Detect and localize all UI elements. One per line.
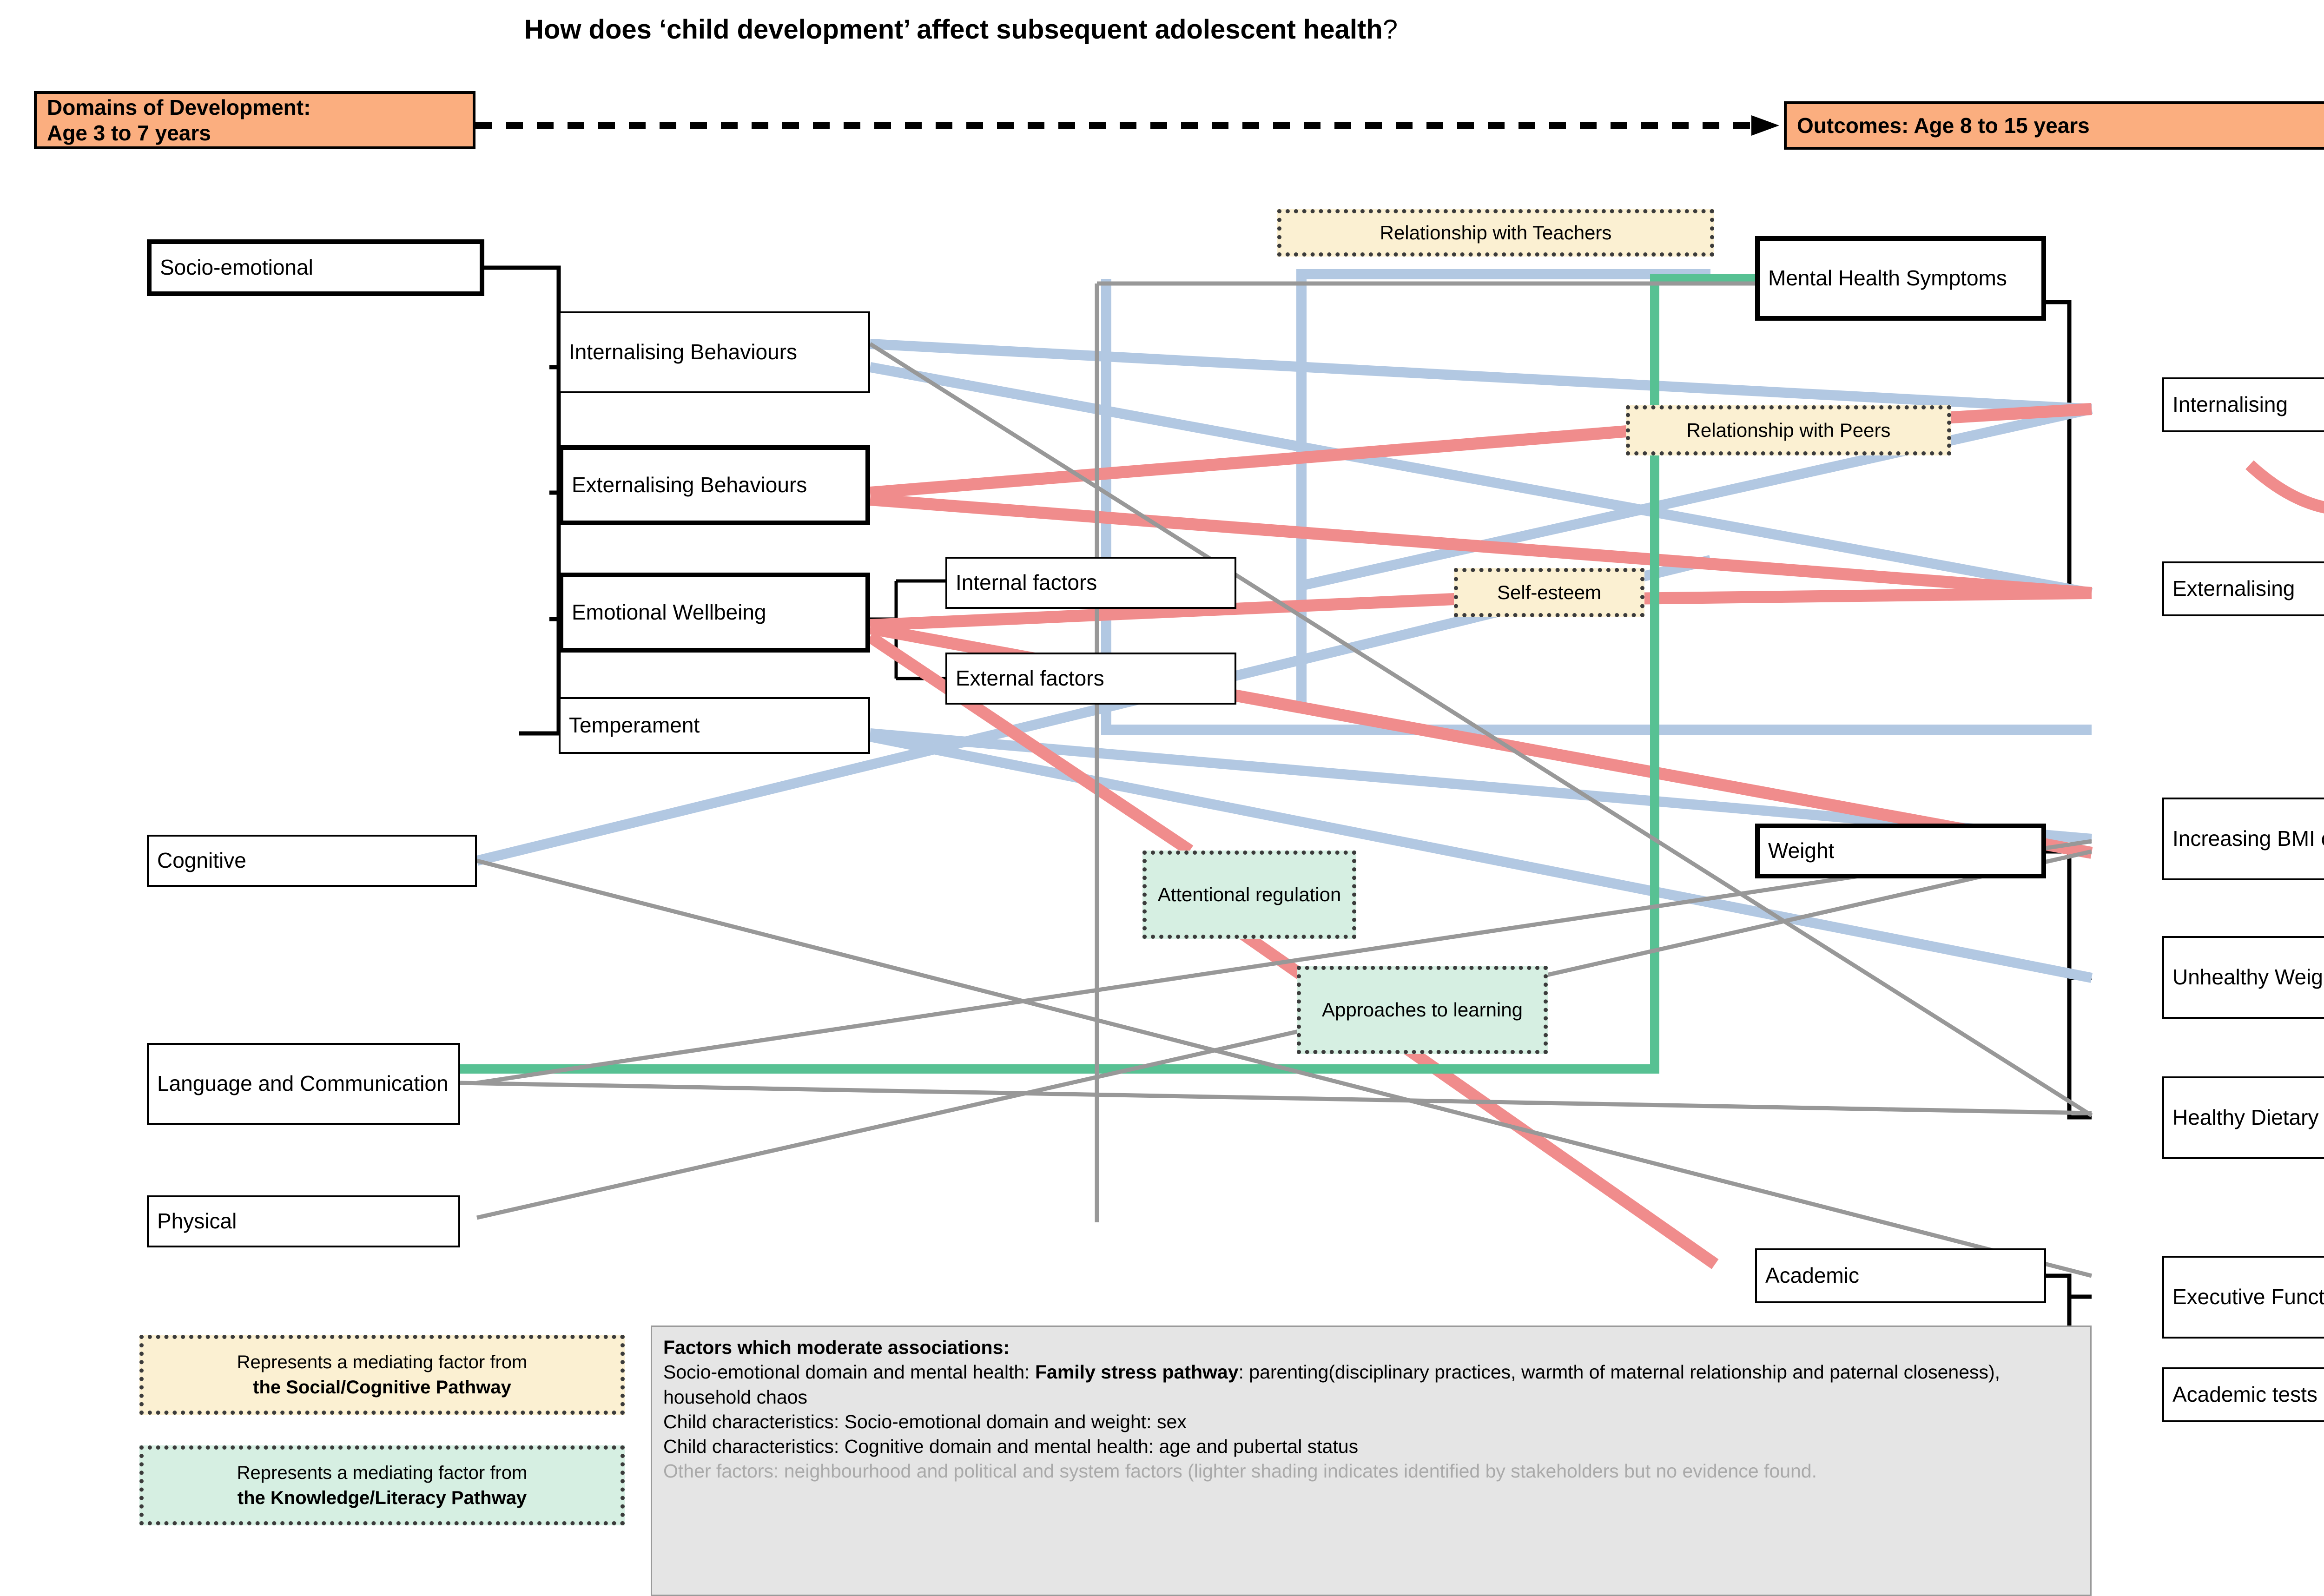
node-externalising-behaviours-label: Externalising Behaviours [572,473,807,497]
node-externalising-label: Externalising [2172,576,2295,601]
page-title-qmark: ? [1382,14,1398,45]
mediator-relationship-with-teachers-label: Relationship with Teachers [1380,221,1612,244]
bracket-weight-children [2046,837,2092,1120]
legend-knowledge-prefix: Represents a mediating factor from [237,1463,528,1483]
bracket-emotional-wellbeing [870,579,945,680]
node-weight-label: Weight [1768,838,1835,863]
mediator-relationship-with-peers-label: Relationship with Peers [1686,419,1891,441]
moderating-factors-line-1: Socio-emotional domain and mental health… [663,1360,2079,1410]
node-physical[interactable]: Physical [147,1195,460,1247]
node-academic-tests[interactable]: Academic tests [2162,1367,2324,1422]
node-increasing-bmi-or-overweight[interactable]: Increasing BMI or overweight [2162,798,2324,880]
node-emotional-wellbeing-label: Emotional Wellbeing [572,600,766,625]
wire-inconsistent-group [460,274,2046,1074]
moderating-factors-panel: Factors which moderate associations: Soc… [651,1326,2092,1596]
legend-knowledge-literacy-pathway: Represents a mediating factor from the K… [139,1445,625,1525]
node-mental-health-symptoms[interactable]: Mental Health Symptoms [1755,236,2046,321]
node-healthy-dietary-behaviours[interactable]: Healthy Dietary Behaviours [2162,1076,2324,1159]
moderating-factors-line-2: Child characteristics: Socio-emotional d… [663,1411,1187,1432]
node-internal-factors[interactable]: Internal factors [945,557,1236,609]
mediator-approaches-to-learning-label: Approaches to learning [1322,998,1523,1021]
node-executive-function-label: Executive Function [2172,1285,2324,1309]
legend-social-bold: the Social/Cognitive Pathway [253,1377,511,1398]
banner-domains-line1: Domains of Development: [47,95,311,120]
node-internalising-label: Internalising [2172,392,2288,417]
bracket-socio-emotional [484,265,561,736]
node-temperament-label: Temperament [569,713,700,738]
wire-weaker-routed-teachers [1296,269,1710,706]
banner-outcomes: Outcomes: Age 8 to 15 years [1784,101,2324,150]
legend-social-cognitive-pathway: Represents a mediating factor from the S… [139,1335,625,1415]
node-language-and-communication-label: Language and Communication [157,1071,449,1096]
moderating-factors-line-4: Other factors: neighbourhood and politic… [663,1460,1817,1482]
node-internalising-behaviours[interactable]: Internalising Behaviours [559,311,870,393]
node-increasing-bmi-or-overweight-label: Increasing BMI or overweight [2172,826,2324,851]
node-unhealthy-weight-attitudes-label: Unhealthy Weight Attitudes [2172,965,2324,989]
dashed-arrow [475,115,1779,136]
legend-knowledge-bold: the Knowledge/Literacy Pathway [237,1488,527,1508]
mediator-approaches-to-learning[interactable]: Approaches to learning [1297,966,1548,1054]
node-internal-factors-label: Internal factors [956,570,1097,595]
moderating-factors-line-3: Child characteristics: Cognitive domain … [663,1436,1359,1458]
node-temperament[interactable]: Temperament [559,697,870,754]
node-academic[interactable]: Academic [1755,1248,2046,1303]
node-physical-label: Physical [157,1209,237,1233]
mediator-relationship-with-teachers[interactable]: Relationship with Teachers [1277,209,1714,257]
moderators-line1-pre: Socio-emotional domain and mental health… [663,1361,1035,1383]
page-title-text: How does ‘child development’ affect subs… [524,14,1383,45]
node-externalising-behaviours[interactable]: Externalising Behaviours [559,445,870,525]
page-title: How does ‘child development’ affect subs… [524,14,1398,45]
banner-domains-of-development: Domains of Development: Age 3 to 7 years [34,91,475,149]
banner-domains-line2: Age 3 to 7 years [47,120,211,145]
node-internalising-behaviours-label: Internalising Behaviours [569,340,797,364]
node-academic-tests-label: Academic tests [2172,1382,2317,1407]
node-unhealthy-weight-attitudes[interactable]: Unhealthy Weight Attitudes [2162,936,2324,1019]
node-weight[interactable]: Weight [1755,824,2046,878]
moderators-line1-post: : parenting(disciplinary practices, warm… [663,1361,2000,1408]
node-externalising[interactable]: Externalising [2162,561,2324,616]
node-cognitive-label: Cognitive [157,848,246,873]
mediator-self-esteem-label: Self-esteem [1497,581,1602,603]
node-cognitive[interactable]: Cognitive [147,835,477,887]
mediator-self-esteem[interactable]: Self-esteem [1454,568,1644,617]
node-emotional-wellbeing[interactable]: Emotional Wellbeing [559,573,870,653]
wire-weaker-routed-temperament [1101,279,2092,735]
moderating-factors-heading: Factors which moderate associations: [663,1337,1010,1358]
node-external-factors[interactable]: External factors [945,653,1236,705]
node-language-and-communication[interactable]: Language and Communication [147,1043,460,1125]
moderators-line1-bold: Family stress pathway [1035,1361,1239,1383]
mediator-attentional-regulation-label: Attentional regulation [1157,883,1341,905]
mediator-attentional-regulation[interactable]: Attentional regulation [1142,851,1356,939]
node-socio-emotional[interactable]: Socio-emotional [147,239,484,296]
banner-outcomes-label: Outcomes: Age 8 to 15 years [1797,113,2090,138]
node-mental-health-symptoms-label: Mental Health Symptoms [1768,266,2007,290]
node-healthy-dietary-behaviours-label: Healthy Dietary Behaviours [2172,1105,2324,1130]
node-academic-label: Academic [1765,1263,1859,1288]
node-executive-function[interactable]: Executive Function [2162,1256,2324,1339]
mediator-relationship-with-peers[interactable]: Relationship with Peers [1626,405,1951,455]
node-internalising[interactable]: Internalising [2162,377,2324,432]
node-external-factors-label: External factors [956,666,1104,691]
node-socio-emotional-label: Socio-emotional [160,255,313,280]
legend-social-prefix: Represents a mediating factor from [237,1352,528,1372]
